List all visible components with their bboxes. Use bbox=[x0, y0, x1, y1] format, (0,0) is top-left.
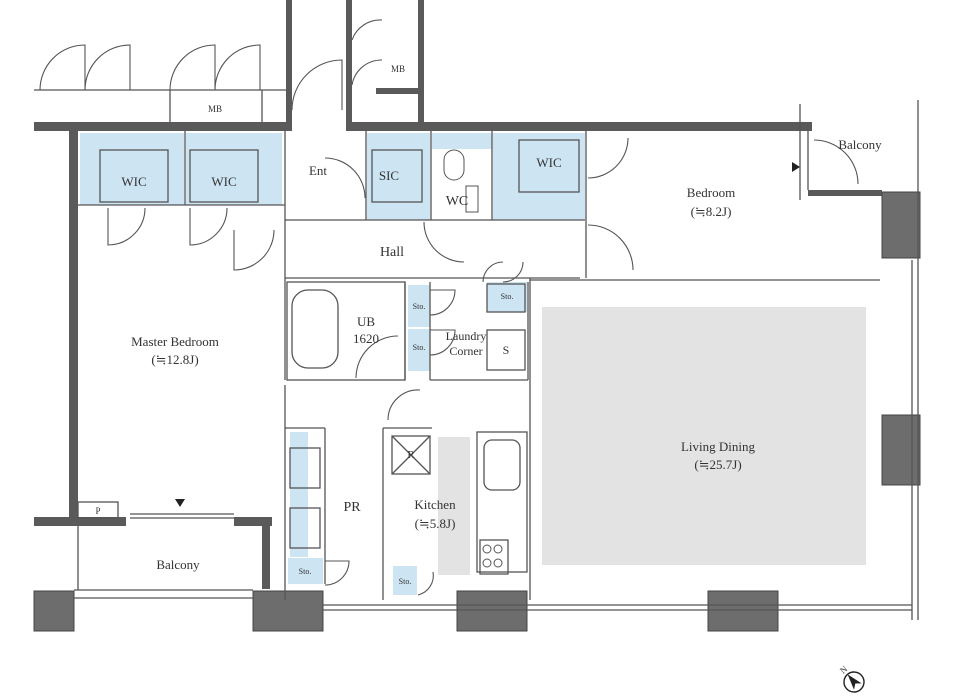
walls bbox=[34, 0, 882, 589]
wall-shaft-right bbox=[418, 0, 424, 131]
compass-needle bbox=[847, 674, 862, 690]
wall-mb-corner bbox=[376, 88, 424, 94]
toilet-icon bbox=[443, 149, 465, 181]
wc-label: WC bbox=[446, 194, 469, 209]
ent-label: Ent bbox=[309, 163, 327, 178]
sto-pr-fill bbox=[288, 558, 323, 584]
entry-arrow-icon bbox=[792, 162, 800, 172]
compass-icon: N bbox=[838, 664, 865, 693]
door-swings bbox=[39, 19, 859, 596]
wc-shelf-fill bbox=[432, 133, 492, 149]
sto-ub-top-fill bbox=[408, 285, 430, 327]
compass-label: N bbox=[838, 664, 850, 676]
fixtures bbox=[443, 149, 503, 568]
laundry-label-2: Corner bbox=[449, 344, 482, 358]
sto-kitchen-label: Sto. bbox=[399, 577, 412, 586]
wall-bottom-left bbox=[34, 517, 126, 526]
entry-arrow-icon bbox=[175, 499, 185, 507]
wall-top-right bbox=[346, 122, 812, 131]
sto-kitchen-fill bbox=[393, 566, 417, 595]
wall-balcony-bottom bbox=[262, 517, 270, 589]
wic-right-fill bbox=[493, 133, 585, 220]
stove-burner-icon bbox=[482, 544, 492, 554]
p-label: P bbox=[95, 506, 100, 516]
stove-burner-icon bbox=[482, 558, 492, 568]
wic-right-label: WIC bbox=[536, 155, 561, 170]
wic-middle-label: WIC bbox=[211, 174, 236, 189]
compass-ring bbox=[843, 671, 865, 693]
mb-left-label: MB bbox=[208, 104, 222, 114]
column-bottom-1 bbox=[33, 590, 75, 632]
wall-shaft-mid bbox=[346, 0, 352, 131]
sto-laundry-label: Sto. bbox=[501, 292, 514, 301]
sic-label: SIC bbox=[379, 168, 399, 183]
column-bottom-2 bbox=[252, 590, 324, 632]
kitchen-size: (≒5.8J) bbox=[415, 516, 456, 531]
wall-left bbox=[69, 131, 78, 526]
sto-pr-label: Sto. bbox=[299, 567, 312, 576]
columns bbox=[33, 191, 921, 632]
washer-label: S bbox=[503, 343, 510, 357]
kitchen-label: Kitchen bbox=[414, 497, 456, 512]
column-bottom-3 bbox=[456, 590, 528, 632]
mb-top-label: MB bbox=[391, 64, 405, 74]
ub-size: 1620 bbox=[353, 331, 379, 346]
wall-top-left bbox=[34, 122, 292, 131]
wall-bedroom-balcony bbox=[808, 190, 882, 196]
sto-ub-bottom-label: Sto. bbox=[413, 343, 426, 352]
sto-ub-top-label: Sto. bbox=[413, 302, 426, 311]
wic-middle-fill bbox=[186, 133, 282, 205]
hall-label: Hall bbox=[380, 245, 404, 260]
pr-closet-fill bbox=[290, 432, 308, 557]
stove-burner-icon bbox=[493, 558, 503, 568]
wall-bottom-mid bbox=[234, 517, 272, 526]
sto-laundry-fill bbox=[487, 282, 527, 312]
fridge-label: R bbox=[407, 449, 415, 461]
wic-left-label: WIC bbox=[121, 174, 146, 189]
living-dining-area bbox=[542, 307, 866, 565]
laundry-label-1: Laundry bbox=[446, 329, 487, 343]
wic-left-fill bbox=[80, 133, 184, 205]
column-bottom-4 bbox=[707, 590, 779, 632]
living-dining-label: Living Dining bbox=[681, 439, 756, 454]
column-right-2 bbox=[881, 414, 921, 486]
wall-shaft-left bbox=[286, 0, 292, 131]
storage-fills bbox=[80, 133, 585, 595]
partitions bbox=[34, 89, 919, 620]
master-bedroom-label: Master Bedroom bbox=[131, 334, 219, 349]
ub-label: UB bbox=[357, 314, 375, 329]
kitchen-counter-island bbox=[438, 437, 470, 575]
balcony-top-label: Balcony bbox=[838, 137, 882, 152]
stove-burner-icon bbox=[493, 544, 503, 554]
pr-label: PR bbox=[343, 500, 361, 515]
sic-fill bbox=[367, 133, 430, 220]
column-right-1 bbox=[881, 191, 921, 259]
master-bedroom-size: (≒12.8J) bbox=[151, 352, 198, 367]
sto-ub-bottom-fill bbox=[408, 329, 430, 371]
living-dining-size: (≒25.7J) bbox=[694, 457, 741, 472]
balcony-bottom-label: Balcony bbox=[156, 557, 200, 572]
washbasin-icon bbox=[465, 185, 479, 213]
bedroom-size: (≒8.2J) bbox=[691, 204, 732, 219]
bedroom-label: Bedroom bbox=[687, 185, 735, 200]
